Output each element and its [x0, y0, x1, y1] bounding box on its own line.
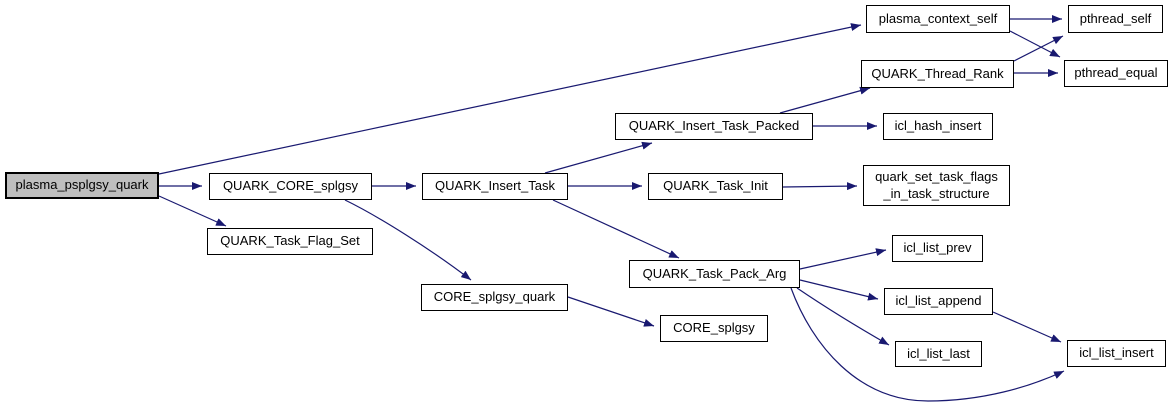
edge-QUARK_Insert_Task-to-QUARK_Insert_Task_Packed — [544, 141, 653, 174]
edge-QUARK_Task_Pack_Arg-to-icl_list_append — [799, 279, 879, 301]
node-plasma_psplgsy_quark: plasma_psplgsy_quark — [5, 172, 159, 199]
node-icl_list_append[interactable]: icl_list_append — [884, 288, 993, 315]
node-icl_list_insert[interactable]: icl_list_insert — [1067, 340, 1166, 367]
node-QUARK_Task_Init[interactable]: QUARK_Task_Init — [648, 173, 783, 200]
edge-QUARK_Task_Pack_Arg-to-icl_list_prev — [799, 248, 887, 270]
node-QUARK_Insert_Task[interactable]: QUARK_Insert_Task — [422, 173, 568, 200]
edge-QUARK_Task_Init-to-quark_set_task_flags — [782, 182, 858, 191]
edge-QUARK_Task_Pack_Arg-to-icl_list_last — [796, 287, 890, 346]
edge-plasma_context_self-to-pthread_equal — [1009, 30, 1061, 58]
node-icl_hash_insert[interactable]: icl_hash_insert — [883, 113, 993, 140]
node-QUARK_Insert_Task_Packed[interactable]: QUARK_Insert_Task_Packed — [615, 113, 813, 140]
edge-icl_list_append-to-icl_list_insert — [992, 311, 1062, 343]
edge-QUARK_Insert_Task_Packed-to-QUARK_Thread_Rank — [779, 86, 871, 114]
node-pthread_equal[interactable]: pthread_equal — [1064, 60, 1168, 87]
node-CORE_splgsy[interactable]: CORE_splgsy — [660, 315, 768, 342]
edge-plasma_psplgsy_quark-to-plasma_context_self — [158, 23, 862, 175]
node-QUARK_Thread_Rank[interactable]: QUARK_Thread_Rank — [861, 60, 1014, 88]
node-pthread_self[interactable]: pthread_self — [1068, 5, 1163, 33]
edge-plasma_psplgsy_quark-to-QUARK_Task_Flag_Set — [158, 195, 227, 227]
edge-QUARK_Thread_Rank-to-pthread_self — [1013, 35, 1064, 62]
edge-QUARK_Insert_Task-to-QUARK_Task_Pack_Arg — [552, 199, 680, 259]
node-CORE_splgsy_quark[interactable]: CORE_splgsy_quark — [421, 284, 568, 311]
node-quark_set_task_flags_in_task_structure[interactable]: quark_set_task_flags _in_task_structure — [863, 165, 1010, 206]
node-QUARK_Task_Flag_Set[interactable]: QUARK_Task_Flag_Set — [207, 228, 373, 255]
node-icl_list_last[interactable]: icl_list_last — [895, 341, 982, 367]
edge-CORE_splgsy_quark-to-CORE_splgsy — [567, 296, 655, 327]
edge-QUARK_CORE_splgsy-to-CORE_splgsy_quark — [344, 199, 472, 281]
node-QUARK_Task_Pack_Arg[interactable]: QUARK_Task_Pack_Arg — [629, 260, 800, 288]
node-plasma_context_self[interactable]: plasma_context_self — [866, 5, 1010, 33]
edge-QUARK_Task_Pack_Arg-to-icl_list_insert — [790, 287, 1065, 402]
node-QUARK_CORE_splgsy[interactable]: QUARK_CORE_splgsy — [209, 173, 372, 200]
node-icl_list_prev[interactable]: icl_list_prev — [892, 235, 983, 262]
